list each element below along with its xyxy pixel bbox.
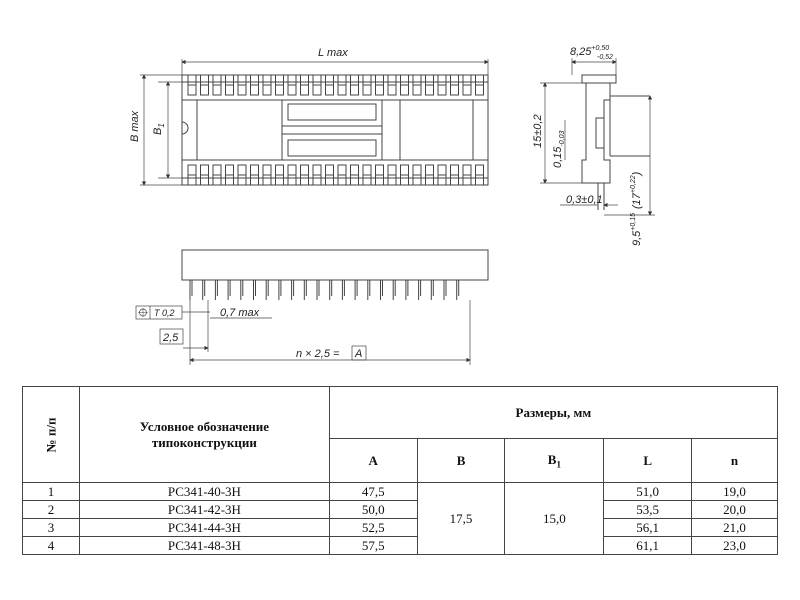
cell-a: 57,5 <box>328 536 418 555</box>
cell-l: 61,1 <box>603 536 693 555</box>
cell-a: 50,0 <box>328 500 418 519</box>
cell-a: 47,5 <box>328 482 418 501</box>
top-pin-row-lower <box>187 164 484 186</box>
table-row: 3 РС341-44-3Н 52,5 56,1 21,0 <box>22 518 778 537</box>
label-pitch-25: 2,5 <box>162 332 179 344</box>
cell-name: РС341-40-3Н <box>78 482 330 501</box>
cell-n: 21,0 <box>691 518 778 537</box>
label-015: 0,15-0,03 <box>552 131 566 168</box>
label-ref-a: A <box>354 348 362 360</box>
col-header-b1: B1 <box>504 438 605 483</box>
cell-num: 4 <box>22 536 80 555</box>
cell-b1-shared: 15,0 <box>504 482 605 555</box>
table-row: 4 РС341-48-3Н 57,5 61,1 23,0 <box>22 536 778 555</box>
label-width-tol-minus: -0,52 <box>597 54 613 61</box>
cell-l: 56,1 <box>603 518 693 537</box>
dimensions-table: № п/п Условное обозначение типоконструкц… <box>22 386 779 555</box>
cell-l: 51,0 <box>603 482 693 501</box>
cell-name: РС341-48-3Н <box>78 536 330 555</box>
cell-l: 53,5 <box>603 500 693 519</box>
top-pin-row-upper <box>187 74 484 96</box>
front-pin-row <box>189 280 460 300</box>
top-view <box>140 59 489 186</box>
label-95-17: 9,5+0,15(17+0,22) <box>630 171 643 246</box>
label-pitch-formula: n × 2,5 = <box>296 348 340 360</box>
cell-a: 52,5 <box>328 518 418 537</box>
cell-b-shared: 17,5 <box>416 482 506 555</box>
label-b-max: B max <box>129 110 141 142</box>
col-header-n: n <box>691 438 778 483</box>
technical-drawing: L max B max B1 8,25+0,50 -0,52 15±0,2 0,… <box>129 45 655 365</box>
label-l-max: L max <box>318 47 348 59</box>
table-row: 1 РС341-40-3Н 47,5 17,5 15,0 51,0 19,0 <box>22 482 778 555</box>
socket-body-outline <box>181 74 489 186</box>
cell-num: 1 <box>22 482 80 501</box>
cell-n: 19,0 <box>691 482 778 501</box>
side-view <box>540 58 655 216</box>
cell-name: РС341-44-3Н <box>78 518 330 537</box>
label-pos-tol: T 0,2 <box>154 308 175 318</box>
label-07-max: 0,7 max <box>220 307 260 319</box>
label-b1: B1 <box>152 123 166 135</box>
front-view <box>135 249 489 365</box>
label-03: 0,3±0,1 <box>566 194 603 206</box>
socket-side-body <box>181 249 489 281</box>
col-header-name: Условное обозначение типоконструкции <box>78 386 330 483</box>
col-header-a: A <box>328 438 418 483</box>
col-header-sizes: Размеры, мм <box>328 386 779 439</box>
cell-num: 2 <box>22 500 80 519</box>
cell-name: РС341-42-3Н <box>78 500 330 519</box>
col-header-l: L <box>603 438 693 483</box>
label-15: 15±0,2 <box>532 114 544 148</box>
cell-num: 3 <box>22 518 80 537</box>
label-width-825: 8,25+0,50 <box>570 45 609 58</box>
col-header-num: № п/п <box>22 386 80 483</box>
col-header-b: B <box>416 438 506 483</box>
table-row: 2 РС341-42-3Н 50,0 53,5 20,0 <box>22 500 778 519</box>
cell-n: 23,0 <box>691 536 778 555</box>
cell-n: 20,0 <box>691 500 778 519</box>
